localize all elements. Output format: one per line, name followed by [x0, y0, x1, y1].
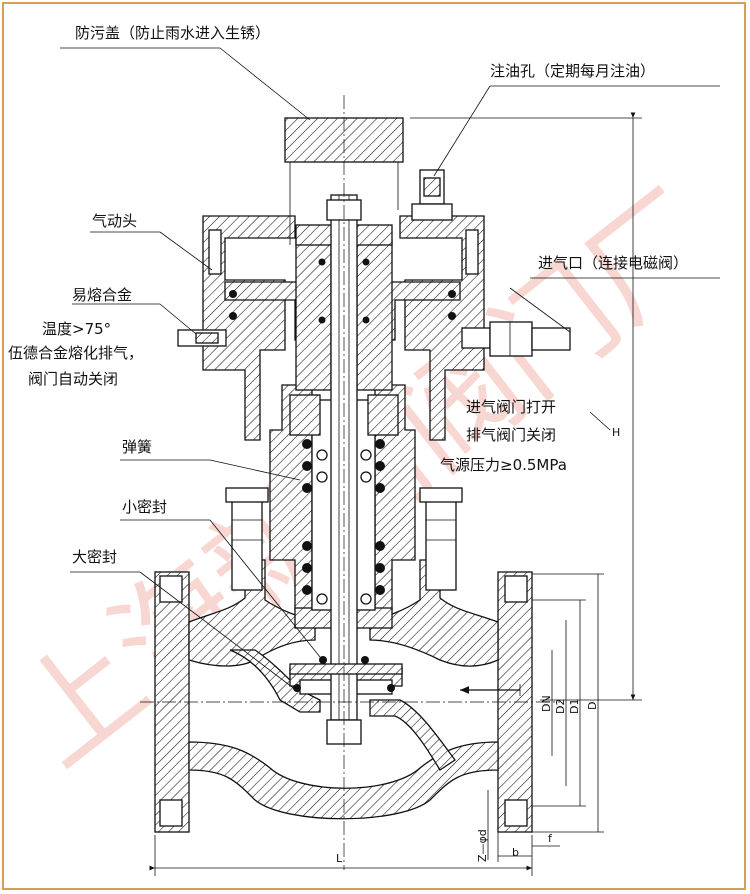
label-air-pressure: 气源压力≥0.5MPa	[440, 456, 567, 474]
dim-f: f	[548, 832, 553, 845]
dim-D: D	[586, 702, 599, 710]
label-spring: 弹簧	[122, 438, 152, 456]
label-large-seal: 大密封	[72, 548, 117, 566]
dim-H: H	[612, 426, 620, 439]
label-air-inlet: 进气口（连接电磁阀）	[538, 254, 688, 272]
label-exhaust-close: 排气阀门关闭	[466, 426, 556, 444]
valve-body	[154, 487, 533, 833]
label-melt-exhaust: 伍德合金熔化排气，	[8, 344, 143, 362]
spring	[302, 439, 385, 605]
dim-D2: D2	[554, 699, 567, 714]
label-small-seal: 小密封	[122, 498, 167, 516]
label-pneumatic-head: 气动头	[92, 212, 137, 230]
dimension-lines	[149, 112, 642, 876]
bonnet	[269, 384, 416, 629]
label-valve-auto-close: 阀门自动关闭	[28, 370, 118, 388]
label-fusible-alloy: 易熔合金	[72, 286, 132, 304]
valve-disc	[289, 656, 403, 692]
dim-Z-phi-d: Z—φd	[476, 829, 489, 862]
dim-L: L	[336, 852, 343, 865]
leader-lines	[60, 47, 720, 691]
dim-D1: D1	[568, 699, 581, 714]
dim-b: b	[512, 846, 519, 859]
label-inlet-open: 进气阀门打开	[466, 398, 556, 416]
label-oil-hole: 注油孔（定期每月注油）	[490, 62, 655, 80]
dim-DN: DN	[540, 695, 553, 712]
label-rain-cover: 防污盖（防止雨水进入生锈）	[75, 24, 270, 42]
label-temperature: 温度>75°	[42, 320, 111, 338]
